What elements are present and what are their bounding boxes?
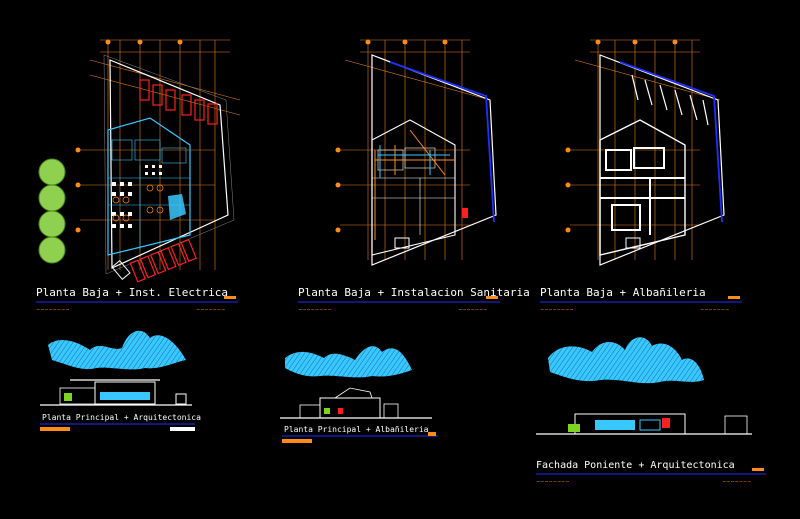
title-plan-masonry: Planta Baja + Albañileria: [540, 286, 706, 299]
elevation-west-facade: Fachada Poniente + Arquitectonica ∽∽∽∽∽∽…: [536, 337, 766, 485]
title-plan-electrical: Planta Baja + Inst. Electrica: [36, 286, 228, 299]
plan-titles: Planta Baja + Inst. Electrica ∽∽∽∽∽∽∽∽ ∽…: [36, 286, 742, 313]
title-elevation-architectural: Planta Principal + Arquitectonica: [42, 413, 201, 422]
tree-icon: [38, 158, 66, 264]
title-plan-sanitary: Planta Baja + Instalacion Sanitaria: [298, 286, 530, 299]
title-elevation-west-facade: Fachada Poniente + Arquitectonica: [536, 460, 735, 471]
subtitle-mark: ∽∽∽∽∽∽∽∽: [36, 307, 70, 313]
plan-electrical: [38, 39, 241, 283]
elevation-masonry: Planta Principal + Albañileria: [280, 346, 438, 443]
subtitle-mark: ∽∽∽∽∽∽∽∽: [540, 307, 574, 313]
title-elevation-masonry: Planta Principal + Albañileria: [284, 425, 429, 434]
subtitle-mark: ∽∽∽∽∽∽∽: [700, 307, 729, 313]
subtitle-mark: ∽∽∽∽∽∽∽∽: [298, 307, 332, 313]
subtitle-mark: ∽∽∽∽∽∽∽: [722, 479, 751, 485]
subtitle-mark: ∽∽∽∽∽∽∽: [458, 307, 487, 313]
plan-masonry: [565, 39, 725, 266]
elevation-architectural: Planta Principal + Arquitectonica: [40, 330, 201, 431]
subtitle-mark: ∽∽∽∽∽∽∽∽: [536, 479, 570, 485]
plan-sanitary: [335, 39, 497, 266]
subtitle-mark: ∽∽∽∽∽∽∽: [196, 307, 225, 313]
